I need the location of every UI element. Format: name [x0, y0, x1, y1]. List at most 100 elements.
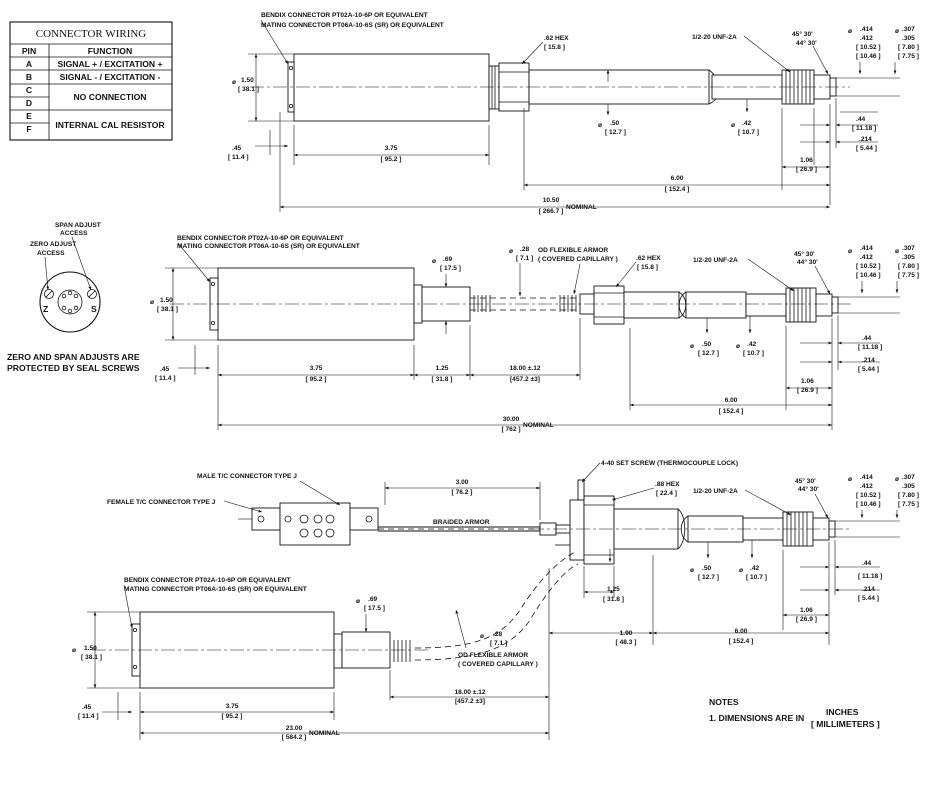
pin-c: C [26, 85, 32, 95]
thread-label: 1/2-20 UNF-2A [692, 34, 737, 41]
armor-label: OD FLEXIBLE ARMOR [458, 652, 528, 659]
svg-text:ø: ø [432, 258, 436, 265]
svg-text:[ 7.75 ]: [ 7.75 ] [898, 501, 919, 508]
svg-text:ø: ø [848, 248, 852, 255]
svg-text:[ 7.80 ]: [ 7.80 ] [898, 492, 919, 499]
zero-adjust-label: ZERO ADJUST [30, 241, 76, 248]
svg-text:1.25: 1.25 [436, 365, 449, 372]
female-tc-connector [251, 507, 281, 531]
svg-text:[ 95.2 ]: [ 95.2 ] [222, 713, 243, 720]
svg-text:ACCESS: ACCESS [60, 230, 88, 237]
male-tc-connector [279, 502, 351, 546]
svg-text:ø: ø [739, 567, 743, 574]
svg-text:[ 10.7 ]: [ 10.7 ] [746, 574, 767, 581]
svg-text:[ 12.7 ]: [ 12.7 ] [698, 574, 719, 581]
svg-text:[ 95.2 ]: [ 95.2 ] [306, 376, 327, 383]
svg-text:[ 31.8 ]: [ 31.8 ] [603, 596, 624, 603]
svg-text:[ 11.4 ]: [ 11.4 ] [228, 154, 249, 161]
pin-a: A [26, 59, 32, 69]
svg-text:[ 7.75 ]: [ 7.75 ] [898, 272, 919, 279]
s-marker: S [91, 304, 97, 314]
svg-text:( COVERED CAPILLARY ): ( COVERED CAPILLARY ) [538, 256, 618, 263]
svg-text:[ 12.7 ]: [ 12.7 ] [698, 350, 719, 357]
table-title: CONNECTOR WIRING [36, 28, 147, 40]
length-375: 3.75 [385, 145, 398, 152]
svg-text:ø: ø [895, 248, 899, 255]
svg-text:[ 762 ]: [ 762 ] [501, 426, 520, 433]
svg-text:.50: .50 [702, 341, 711, 348]
length-1050: 10.50 [543, 197, 560, 204]
svg-text:.50: .50 [702, 565, 711, 572]
svg-text:.305: .305 [902, 483, 915, 490]
hex-nut [583, 495, 615, 565]
svg-text:1.90: 1.90 [620, 630, 633, 637]
svg-text:.50: .50 [610, 120, 619, 127]
svg-text:.42: .42 [742, 120, 751, 127]
svg-text:ø: ø [848, 476, 852, 483]
svg-text:.28: .28 [520, 246, 529, 253]
svg-text:[ 10.7 ]: [ 10.7 ] [743, 350, 764, 357]
notes-inches: INCHES [826, 707, 859, 717]
svg-text:.45: .45 [160, 366, 169, 373]
svg-text:ø: ø [848, 28, 852, 35]
svg-text:[ 584.2 ]: [ 584.2 ] [282, 734, 307, 741]
threaded-section [785, 287, 817, 323]
hex-label: .62 HEX [636, 255, 661, 262]
svg-text:[ 7.1 ]: [ 7.1 ] [490, 640, 507, 647]
hex-mm: [ 15.8 ] [544, 44, 565, 51]
bendix-label: BENDIX CONNECTOR PT02A-10-6P OR EQUIVALE… [177, 235, 344, 242]
thread-label: 1/2-20 UNF-2A [693, 488, 738, 495]
armor-label: OD FLEXIBLE ARMOR [538, 247, 608, 254]
svg-text:[ 7.1 ]: [ 7.1 ] [516, 255, 533, 262]
svg-text:1.06: 1.06 [801, 378, 814, 385]
svg-text:ø: ø [72, 647, 76, 654]
svg-text:ø: ø [690, 567, 694, 574]
svg-text:.214: .214 [859, 136, 872, 143]
svg-text:[ 31.8 ]: [ 31.8 ] [432, 376, 453, 383]
svg-text:[457.2 ±3]: [457.2 ±3] [455, 698, 485, 705]
function-b: SIGNAL - / EXCITATION - [60, 72, 161, 82]
function-a: SIGNAL + / EXCITATION + [57, 59, 162, 69]
svg-text:ø: ø [480, 633, 484, 640]
thread-label: 1/2-20 UNF-2A [693, 257, 738, 264]
svg-text:[ 11.18 ]: [ 11.18 ] [852, 125, 876, 132]
svg-text:[ 152.4 ]: [ 152.4 ] [665, 186, 690, 193]
svg-text:[ 38.1 ]: [ 38.1 ] [238, 86, 259, 93]
svg-text:1.06: 1.06 [800, 607, 813, 614]
svg-text:.307: .307 [902, 474, 915, 481]
svg-text:[ 11.18 ]: [ 11.18 ] [858, 573, 882, 580]
svg-text:.44: .44 [862, 560, 871, 567]
female-tc-label: FEMALE T/C CONNECTOR TYPE J [107, 499, 216, 506]
svg-text:[ 5.44 ]: [ 5.44 ] [858, 366, 879, 373]
z-marker: Z [43, 304, 48, 314]
mating-label: MATING CONNECTOR PT06A-10-6S (SR) OR EQU… [124, 586, 307, 593]
svg-text:.214: .214 [862, 357, 875, 364]
connector-wiring-table: CONNECTOR WIRING PIN FUNCTION A B C D E … [9, 21, 173, 141]
svg-text:ø: ø [509, 248, 513, 255]
connector-face-view: Z S SPAN ADJUST ACCESS ZERO ADJUST ACCES… [7, 222, 140, 373]
svg-text:45° 30': 45° 30' [794, 250, 815, 258]
svg-text:.69: .69 [443, 256, 452, 263]
pin-f: F [26, 124, 31, 134]
drawing-2-remote-probe: BENDIX CONNECTOR PT02A-10-6P OR EQUIVALE… [150, 235, 919, 433]
pin-e: E [26, 111, 32, 121]
probe-stem [623, 291, 680, 319]
svg-text:[ 5.44 ]: [ 5.44 ] [858, 595, 879, 602]
svg-text:.412: .412 [860, 483, 873, 490]
male-tc-label: MALE T/C CONNECTOR TYPE J [197, 473, 297, 480]
svg-text:[ 10.7 ]: [ 10.7 ] [738, 129, 759, 136]
svg-text:.412: .412 [860, 254, 873, 261]
notes-block: NOTES 1. DIMENSIONS ARE IN INCHES [ MILL… [709, 697, 880, 729]
svg-text:NOMINAL: NOMINAL [523, 422, 554, 429]
svg-text:[ 5.44 ]: [ 5.44 ] [856, 145, 877, 152]
transducer-body [293, 53, 490, 122]
diameter-150: 1.50 [241, 77, 254, 84]
length-2300: 23.00 [286, 725, 303, 732]
svg-text:NOMINAL: NOMINAL [309, 730, 340, 737]
svg-text:[ 22.4 ]: [ 22.4 ] [656, 490, 677, 497]
hex-nut [593, 285, 625, 325]
pin-header: PIN [22, 46, 36, 56]
svg-text:[ 95.2 ]: [ 95.2 ] [381, 156, 402, 163]
svg-text:[ 152.4 ]: [ 152.4 ] [719, 408, 744, 415]
seal-note-1: ZERO AND SPAN ADJUSTS ARE [7, 352, 140, 362]
